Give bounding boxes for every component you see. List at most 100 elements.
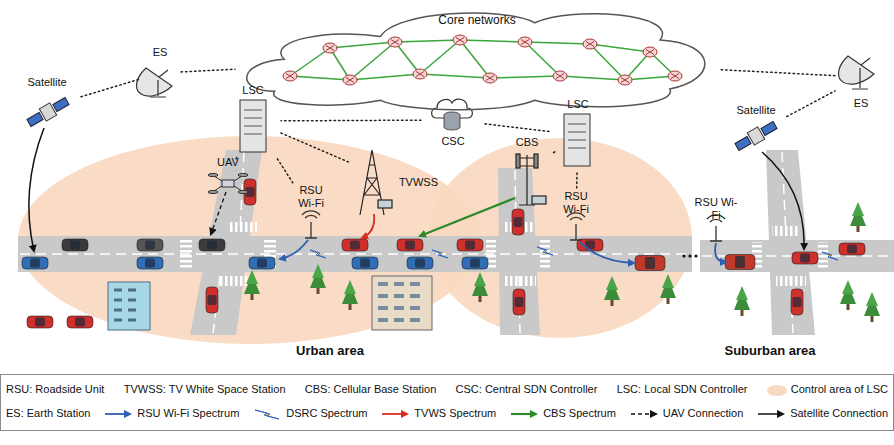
car bbox=[137, 257, 163, 269]
car bbox=[407, 257, 433, 269]
spectrum-arrow bbox=[762, 152, 804, 249]
tree bbox=[317, 288, 320, 294]
car bbox=[22, 257, 48, 269]
legend-sample bbox=[511, 413, 531, 415]
legend-sample bbox=[530, 410, 538, 418]
crosswalk bbox=[229, 222, 257, 232]
dotted-connector bbox=[81, 79, 139, 96]
car bbox=[513, 289, 525, 315]
icon-label-node: UAV bbox=[204, 156, 252, 198]
icon-label-node: Satellite bbox=[726, 104, 786, 162]
tree bbox=[866, 292, 878, 306]
router-network bbox=[290, 40, 675, 80]
car bbox=[67, 316, 93, 328]
satellite-icon bbox=[733, 119, 778, 153]
uav-icon bbox=[208, 173, 248, 193]
csc-icon bbox=[432, 99, 473, 130]
legend-abbreviation: CSC: Central SDN Controller bbox=[456, 383, 598, 396]
car bbox=[513, 289, 525, 315]
car bbox=[206, 287, 218, 313]
car bbox=[514, 217, 523, 227]
icon-label-node: LSC bbox=[552, 98, 604, 172]
ellipsis-dots bbox=[694, 254, 697, 257]
rsu-antenna bbox=[570, 224, 582, 240]
tree bbox=[611, 300, 614, 306]
car bbox=[30, 259, 40, 268]
tree bbox=[736, 286, 748, 300]
car bbox=[207, 241, 217, 250]
spectrum-arrow bbox=[715, 243, 726, 262]
uav-icon bbox=[238, 190, 248, 193]
legend-abbreviation: LSC: Local SDN Controller bbox=[617, 383, 748, 396]
area-label: Urban area bbox=[296, 343, 364, 359]
car bbox=[792, 252, 818, 264]
legend-text: Satellite Connection bbox=[790, 407, 888, 420]
car bbox=[462, 257, 488, 269]
legend-sample bbox=[255, 410, 279, 419]
server-icon bbox=[244, 110, 262, 134]
router-network bbox=[343, 75, 357, 85]
icon-label-node: LSC bbox=[226, 84, 280, 158]
satellite-icon bbox=[735, 137, 751, 151]
icon-label-node: ES bbox=[836, 44, 886, 110]
node-label: CSC bbox=[441, 135, 464, 148]
node-label: RSU Wi-Fi bbox=[694, 196, 738, 221]
car bbox=[792, 252, 818, 264]
cbs-tower bbox=[516, 154, 546, 205]
router-network bbox=[388, 37, 402, 47]
dsrc-bolt bbox=[310, 247, 838, 260]
car bbox=[208, 295, 217, 305]
legend-sample bbox=[401, 410, 409, 418]
uav-icon bbox=[208, 173, 218, 176]
legend-sample bbox=[631, 413, 651, 414]
tree bbox=[871, 316, 874, 322]
car bbox=[635, 256, 665, 271]
car bbox=[462, 257, 488, 269]
satellite-icon bbox=[53, 98, 69, 112]
legend-abbreviation: TVWSS: TV White Space Station bbox=[124, 383, 286, 396]
car bbox=[35, 318, 45, 327]
icon-label-node: ES bbox=[140, 46, 180, 100]
server-icon bbox=[240, 100, 266, 152]
icon-label-node: RSU Wi-Fi bbox=[694, 196, 738, 242]
satellite-icon bbox=[761, 122, 777, 136]
satellite-icon bbox=[25, 95, 70, 129]
legend-sample bbox=[124, 410, 132, 418]
crosswalk bbox=[818, 242, 828, 270]
car bbox=[791, 289, 803, 315]
node-label: Satellite bbox=[27, 76, 66, 89]
icon-label-node: Satellite bbox=[14, 76, 80, 138]
car bbox=[70, 241, 80, 250]
router-network bbox=[583, 39, 597, 49]
car bbox=[206, 287, 218, 313]
area-label: Suburban area bbox=[724, 343, 815, 359]
tree bbox=[312, 264, 324, 278]
car bbox=[27, 316, 53, 328]
server-icon bbox=[564, 114, 590, 166]
car bbox=[847, 245, 857, 254]
node-label: LSC bbox=[242, 84, 263, 97]
dsrc-bolt bbox=[432, 250, 448, 258]
car bbox=[257, 259, 267, 268]
car bbox=[512, 209, 524, 235]
tree bbox=[344, 280, 356, 294]
router-network bbox=[413, 69, 427, 79]
car bbox=[645, 257, 655, 269]
icon-label-node: RSU Wi-Fi bbox=[290, 184, 332, 238]
ellipsis-dots bbox=[688, 254, 691, 257]
earth-station-dish bbox=[852, 58, 870, 89]
router-network bbox=[283, 35, 682, 85]
crosswalk bbox=[772, 226, 800, 236]
dsrc-bolt bbox=[310, 250, 326, 258]
road bbox=[18, 236, 692, 272]
car bbox=[360, 259, 370, 268]
crosswalk bbox=[776, 276, 806, 286]
building bbox=[108, 276, 432, 330]
car bbox=[199, 239, 225, 251]
car bbox=[67, 316, 93, 328]
tree bbox=[852, 202, 864, 216]
tree bbox=[251, 294, 254, 300]
car bbox=[465, 241, 475, 250]
